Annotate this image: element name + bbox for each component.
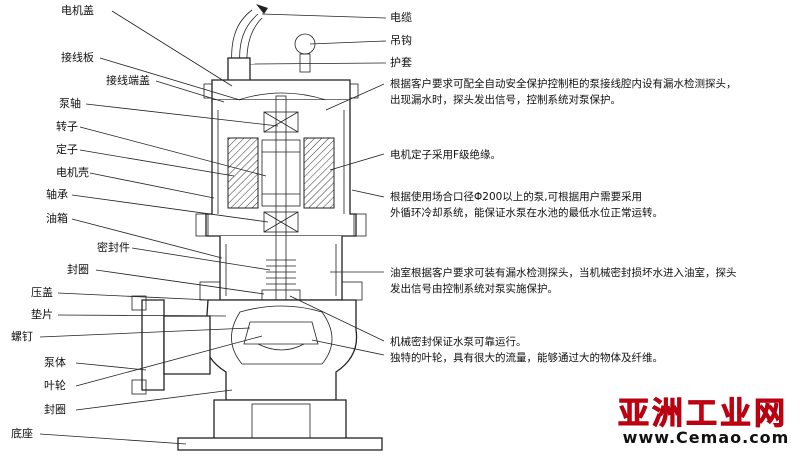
- watermark-url: www.Cemao.com: [622, 428, 790, 447]
- label-motor-cover: 电机盖: [61, 4, 94, 17]
- label-seal: 密封件: [97, 241, 130, 254]
- label-oil-tank: 油箱: [46, 212, 68, 225]
- lifting-hook: [294, 33, 316, 73]
- base: [177, 399, 383, 451]
- impeller: [243, 321, 319, 351]
- label-terminal-board: 接线板: [61, 51, 94, 64]
- note-cooling-line1: 根据使用场合口径Φ200以上的泵,可根据用户需要采用: [390, 191, 643, 203]
- note-mechanical-seal: 机械密封保证水泵可靠运行。: [390, 336, 527, 348]
- watermark-title: 亚洲工业网: [618, 396, 788, 433]
- leader-lines: [39, 10, 387, 445]
- label-cable: 电缆: [390, 11, 412, 24]
- label-sheath: 护套: [390, 56, 412, 69]
- label-pump-body: 泵体: [44, 356, 66, 369]
- label-motor-shell: 电机壳: [56, 166, 89, 179]
- note-oil-chamber-line1: 油室根据客户要求可装有漏水检测探头，当机械密封损坏水进入油室，探头: [390, 267, 737, 279]
- label-base: 底座: [11, 427, 33, 440]
- note-oil-chamber-line2: 发出信号由控制系统对泵实施保护。: [390, 283, 558, 295]
- label-stator: 定子: [56, 143, 78, 156]
- label-bearing: 轴承: [46, 188, 68, 201]
- label-impeller: 叶轮: [44, 379, 66, 392]
- label-gland: 压盖: [31, 286, 53, 299]
- label-gasket: 垫片: [31, 308, 53, 321]
- watermark-logo: 亚洲工业网 www.Cemao.com: [608, 388, 798, 450]
- cable: [231, 4, 268, 67]
- label-rotor: 转子: [56, 120, 78, 133]
- label-screw: 螺钉: [11, 330, 33, 343]
- note-impeller: 独特的叶轮，具有很大的流量，能够通过大的物体及纤维。: [390, 352, 663, 364]
- stator: [227, 137, 335, 209]
- note-cooling-line2: 外循环冷却系统，能保证水泵在水池的最低水位正常运转。: [390, 207, 663, 219]
- rotor: [261, 139, 301, 207]
- label-seal-ring-upper: 封圈: [67, 263, 89, 276]
- note-leak-detector-line1: 根据客户要求可配全自动安全保护控制柜的泵接线腔内设有漏水检测探头，: [390, 78, 737, 90]
- note-leak-detector-line2: 出现漏水时，探头发出信号，控制系统对泵保护。: [390, 94, 621, 106]
- label-seal-ring-lower: 封圈: [44, 403, 66, 416]
- bearing: [263, 111, 299, 233]
- label-hook: 吊钩: [390, 34, 412, 47]
- label-terminal-end-cover: 接线端盖: [106, 74, 150, 87]
- note-stator-insulation: 电机定子采用F级绝缘。: [390, 149, 502, 161]
- label-pump-shaft: 泵轴: [59, 97, 81, 110]
- outlet-flange: [131, 295, 211, 395]
